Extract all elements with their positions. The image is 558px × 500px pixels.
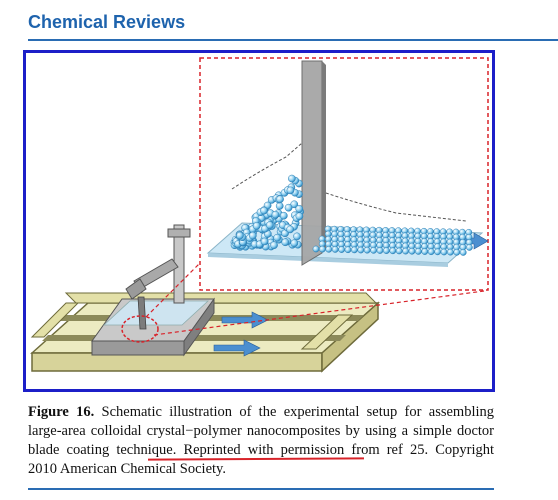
colloid-particle <box>288 174 296 183</box>
colloid-particle <box>286 186 295 195</box>
colloid-particle <box>421 248 429 255</box>
colloid-particle <box>331 246 339 253</box>
zoom-inset <box>199 57 489 291</box>
figure-label: Figure 16. <box>28 404 95 420</box>
colloid-particle <box>290 239 299 248</box>
colloid-particle <box>319 245 326 253</box>
journal-title: Chemical Reviews <box>28 12 186 32</box>
colloid-particle <box>395 247 403 255</box>
colloid-particle <box>271 210 280 219</box>
schematic-illustration <box>30 57 489 373</box>
colloid-particle <box>293 232 301 241</box>
colloid-particle <box>370 247 377 254</box>
colloid-particle <box>402 247 409 255</box>
colloid-particle <box>281 238 290 247</box>
colloid-particle <box>383 247 390 254</box>
colloid-particle <box>295 204 304 213</box>
colloid-particle <box>338 246 345 253</box>
colloid-particle <box>284 203 293 212</box>
colloid-particle <box>351 246 358 254</box>
colloid-particle <box>466 244 473 251</box>
caption-highlight: doctor blade coating technique <box>28 423 494 458</box>
colloid-particle <box>275 202 284 210</box>
colloid-particle <box>344 246 352 254</box>
colloid-particle <box>260 237 269 246</box>
colloid-particle <box>357 246 365 254</box>
footer-rule <box>28 488 494 490</box>
colloid-particle <box>266 221 274 229</box>
colloid-particle <box>260 206 268 215</box>
colloid-particle <box>279 211 288 220</box>
colloid-particle <box>440 248 448 256</box>
colloid-particle <box>236 231 244 240</box>
colloid-particle <box>427 248 435 256</box>
colloid-particle <box>459 249 467 256</box>
zoom-connector <box>145 262 485 336</box>
colloid-particle <box>447 248 454 256</box>
colloid-particle <box>276 195 284 204</box>
colloid-particle <box>376 247 384 254</box>
coating-apparatus <box>30 224 380 373</box>
colloid-particle <box>363 246 371 254</box>
colloid-particle <box>290 200 299 209</box>
figure-caption: Figure 16. Schematic illustration of the… <box>28 403 494 479</box>
colloid-particle <box>248 231 257 240</box>
caption-text-before: Schematic illustration of the experiment… <box>28 404 494 439</box>
colloid-particle <box>453 248 461 256</box>
colloid-particle <box>408 247 416 255</box>
caption-text-after: . Reprinted with permission from ref 25.… <box>28 442 494 477</box>
colloid-particle <box>389 247 397 255</box>
header-rule <box>28 39 558 41</box>
colloid-particle <box>295 212 304 221</box>
figure-frame <box>23 50 495 392</box>
colloid-particle <box>270 241 278 250</box>
colloid-particle <box>325 245 333 253</box>
colloid-particle <box>415 248 422 255</box>
colloid-particle <box>434 248 441 256</box>
colloid-particle <box>252 222 261 230</box>
colloid-particle <box>273 233 282 242</box>
colloid-particle <box>286 225 295 234</box>
colloid-particle <box>312 245 320 253</box>
